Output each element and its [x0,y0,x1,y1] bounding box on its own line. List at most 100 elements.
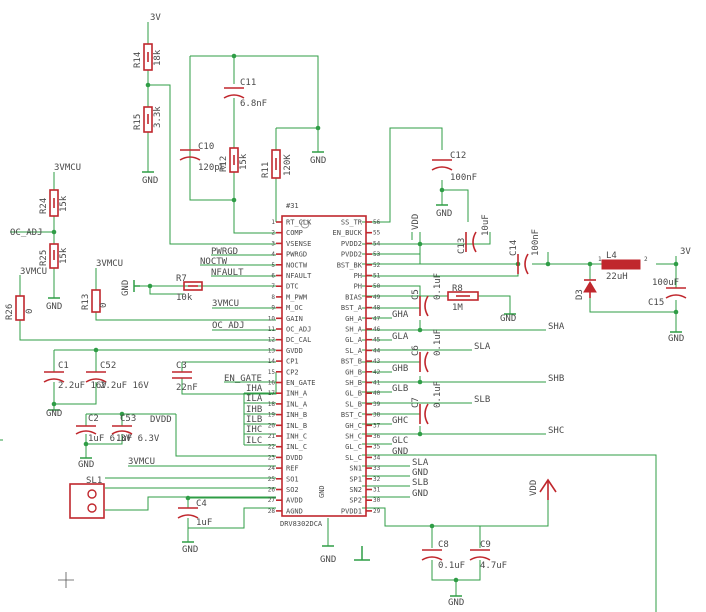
ic-right-pin-name: SS_TR [341,219,363,227]
ic-left-pin-number: 28 [268,508,276,515]
ic-left-pin-number: 10 [268,315,276,322]
ic-left-pin-number: 26 [268,487,276,494]
c52-name: C52 [100,361,116,371]
c53-name: C53 [120,414,136,424]
c12-name: C12 [450,151,466,161]
capacitor-c12 [431,159,453,171]
ic-right-pin-number: 40 [373,390,381,397]
resistor-r24 [49,189,59,217]
ic-right-pin-number: 34 [373,454,381,461]
label-glb: GLB [392,384,408,394]
label-noctw: NOCTW [200,257,228,267]
r11-name: R11 [261,162,271,178]
r7-name: R7 [176,274,187,284]
label-en-gate: EN_GATE [224,374,262,384]
ic-right-pin-number: 50 [373,283,381,290]
gnd-label-9: GND [320,555,336,565]
ic-left-pin-number: 7 [271,283,275,290]
ic-right-pin-number: 46 [373,326,381,333]
c1-value: 2.2uF 16V [58,381,107,391]
ic-left-pin-name: INL_A [286,400,308,408]
ic-right-pin-name: GL_C [345,443,362,451]
capacitor-c1 [43,371,65,383]
c9-name: C9 [480,540,491,550]
capacitor-c15 [665,287,687,299]
resistor-r7 [183,281,203,291]
ic-left-pin-name: INL_B [286,422,307,430]
ic-left-pin-number: 4 [271,251,275,258]
gnd-label-3: GND [436,209,452,219]
c6-value: 0.1uF [433,329,443,356]
capacitor-c6 [419,351,429,373]
ic-left-pin-name: INH_A [286,390,308,398]
ic-right-pin-name: GL_B [345,390,362,398]
r8-value: 1M [452,303,463,313]
r11-value: 120K [283,154,293,176]
ic-right-pin-number: 30 [373,497,381,504]
ic-left-pin-number: 20 [268,422,276,429]
ic-left-pin-number: 14 [268,358,276,365]
label-3vmcu-c: 3VMCU [96,259,123,269]
supply-markers [411,232,557,500]
ic-left-pin-number: 12 [268,337,276,344]
r14-name: R14 [133,52,143,68]
ic-right-pin-name: SP1 [349,475,362,483]
r24-name: R24 [39,198,49,214]
ic-left-pin-name: OC_ADJ [286,326,311,334]
ic-left-pin-name: NOCTW [286,261,308,269]
capacitor-c9 [469,549,491,561]
label-gnd-sp1: GND [412,468,428,478]
r24-value: 15k [59,195,69,212]
c8-name: C8 [438,540,449,550]
ic-right-pin-name: GL_A [345,336,363,344]
gnd-label-7: GND [78,460,94,470]
ic-left-pin-name: AVDD [286,497,303,505]
diode-d3 [583,279,597,298]
c11-value: 6.8nF [240,99,267,109]
label-ila: ILA [246,394,263,404]
ic-left-pin-number: 25 [268,476,276,483]
ic-right-pin-name: SN1 [349,465,362,473]
ic-origin-marker [300,219,310,229]
capacitor-c14 [517,253,529,275]
c53-value: 1uF 6.3V [116,434,160,444]
ic-left-pin-number: 16 [268,380,276,387]
ic-right-pin-name: BST_BK [337,261,363,269]
ground-symbols [48,151,682,597]
label-shc: SHC [548,426,564,436]
ic-right-pin-name: SH_B [345,379,362,387]
label-3vmcu-e: 3VMCU [128,457,155,467]
ic-left-pin-name: VSENSE [286,240,311,248]
ic-left-pin-name: SO1 [286,475,299,483]
c3-value: 22nF [176,383,198,393]
ic-right-pin-number: 48 [373,305,381,312]
r15-name: R15 [133,114,143,130]
label-gla: GLA [392,332,409,342]
label-l4-pin2: 2 [644,256,648,263]
ic-right-pin-name: GH_A [345,315,363,323]
ic-left-pin-number: 18 [268,401,276,408]
ic-right-pin-number: 44 [373,347,381,354]
label-oc-adj-b: OC_ADJ [212,321,245,331]
l4-name: L4 [606,251,617,261]
label-sla-b: SLA [412,458,429,468]
r8-name: R8 [452,284,463,294]
ic-right-pin-name: SL_A [345,347,363,355]
ic-right-pin-number: 55 [373,230,381,237]
ic-right-pin-number: 38 [373,412,381,419]
resistor-r26 [15,295,25,321]
label-gnd-sp2: GND [412,489,428,499]
c4-value: 1uF [196,518,212,528]
r25-value: 15k [59,247,69,264]
ic-right-pin-number: 56 [373,219,381,226]
c7-value: 0.1uF [433,381,443,408]
ic-left-pin-name: RT_CLK [286,219,312,227]
gnd-label-11: GND [668,334,684,344]
capacitor-c13 [465,231,477,253]
ic-left-pin-number: 3 [271,240,275,247]
capacitor-c3 [172,371,192,379]
ic-left-pin-number: 24 [268,465,276,472]
r14-value: 18k [153,49,163,66]
label-3v-top: 3V [150,13,161,23]
